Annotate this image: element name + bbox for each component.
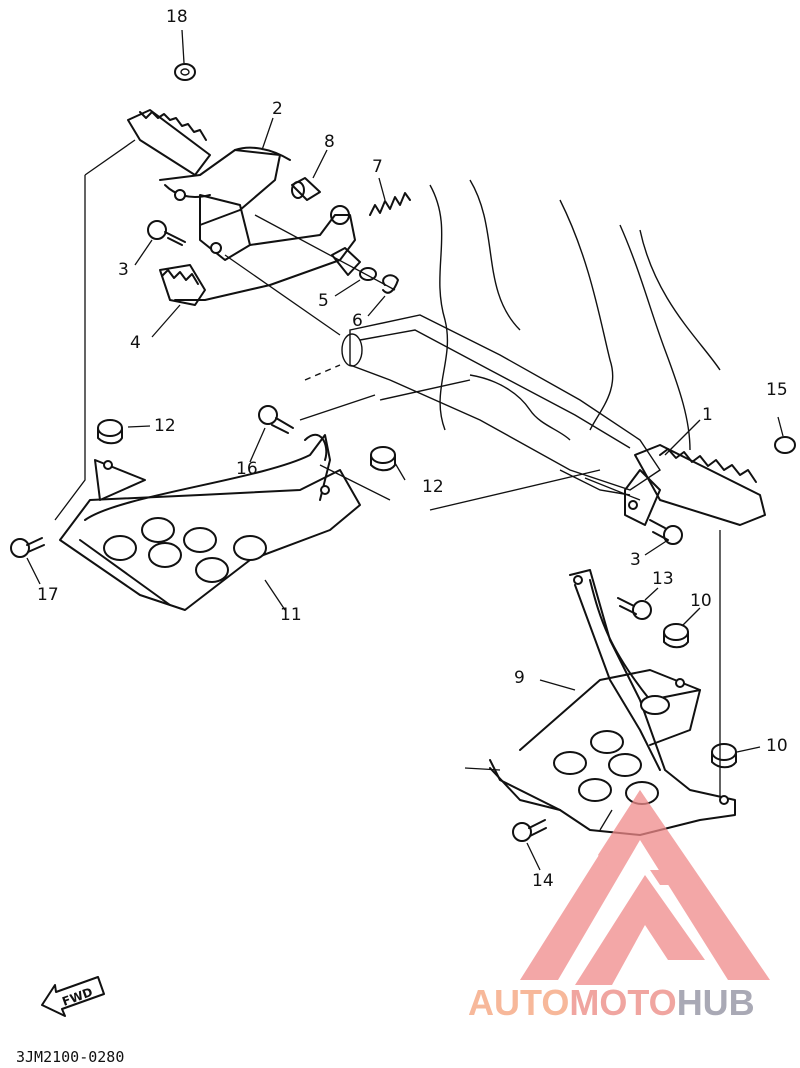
callout-12-center: 12 [422,477,444,497]
svg-text:AUTOMOTOHUB: AUTOMOTOHUB [468,982,755,1023]
grommet-part-12-left [97,419,123,445]
grommet-part-10-lower [711,743,737,769]
callout-14: 14 [532,871,554,891]
diagram-code: 3JM2100-0280 [16,1048,124,1066]
callout-17: 17 [37,585,59,605]
callout-8: 8 [324,132,335,152]
callout-15: 15 [766,380,788,400]
callout-12-left: 12 [154,416,176,436]
callout-10-upper: 10 [690,591,712,611]
forward-arrow: FWD [41,976,105,1017]
callout-5: 5 [318,291,329,311]
callout-9: 9 [514,668,525,688]
callout-labels: 18 2 8 7 3 5 6 4 12 16 12 15 1 17 11 3 1… [37,7,788,891]
callout-3-lower: 3 [630,550,641,570]
right-footpeg-part-1 [624,444,766,526]
wordmark-moto: MOTO [569,982,676,1023]
callout-7: 7 [372,157,383,177]
automotohub-logo [520,790,770,985]
spring-part-7 [369,192,411,216]
nut-part-15 [774,436,796,454]
callout-13: 13 [652,569,674,589]
grommet-part-10-upper [663,623,689,649]
automotohub-wordmark: AUTOMOTOHUB [468,982,755,1023]
bolt-part-17 [10,537,45,558]
callout-11: 11 [280,605,302,625]
callout-2: 2 [272,99,283,119]
bolt-part-3-lower [649,519,683,545]
rear-footrest-bracket [127,109,356,306]
callout-4: 4 [130,333,141,353]
bolt-part-13 [617,597,652,620]
nut-part-18 [174,63,196,81]
bushing-part-8 [291,177,321,201]
wordmark-hub: HUB [677,982,755,1023]
assembly-lines [54,139,721,831]
callout-10-lower: 10 [766,736,788,756]
right-footrest-plate [489,569,736,836]
grommet-part-12-center [370,446,396,472]
collar [331,247,361,276]
callout-18: 18 [166,7,188,27]
callout-leaders [26,29,784,871]
wordmark-auto: AUTO [468,982,569,1023]
bolt-part-16 [258,405,294,434]
callout-1: 1 [702,405,713,425]
washer-part-5 [359,267,377,281]
clip-part-6 [382,274,399,294]
frame-outline [299,179,721,496]
callout-6: 6 [352,311,363,331]
nut-upper [330,205,350,225]
bolt-part-14 [512,819,547,842]
bolt-part-3-upper [147,220,186,246]
left-footrest-plate [59,433,361,611]
callout-3-upper: 3 [118,260,129,280]
callout-16: 16 [236,459,258,479]
